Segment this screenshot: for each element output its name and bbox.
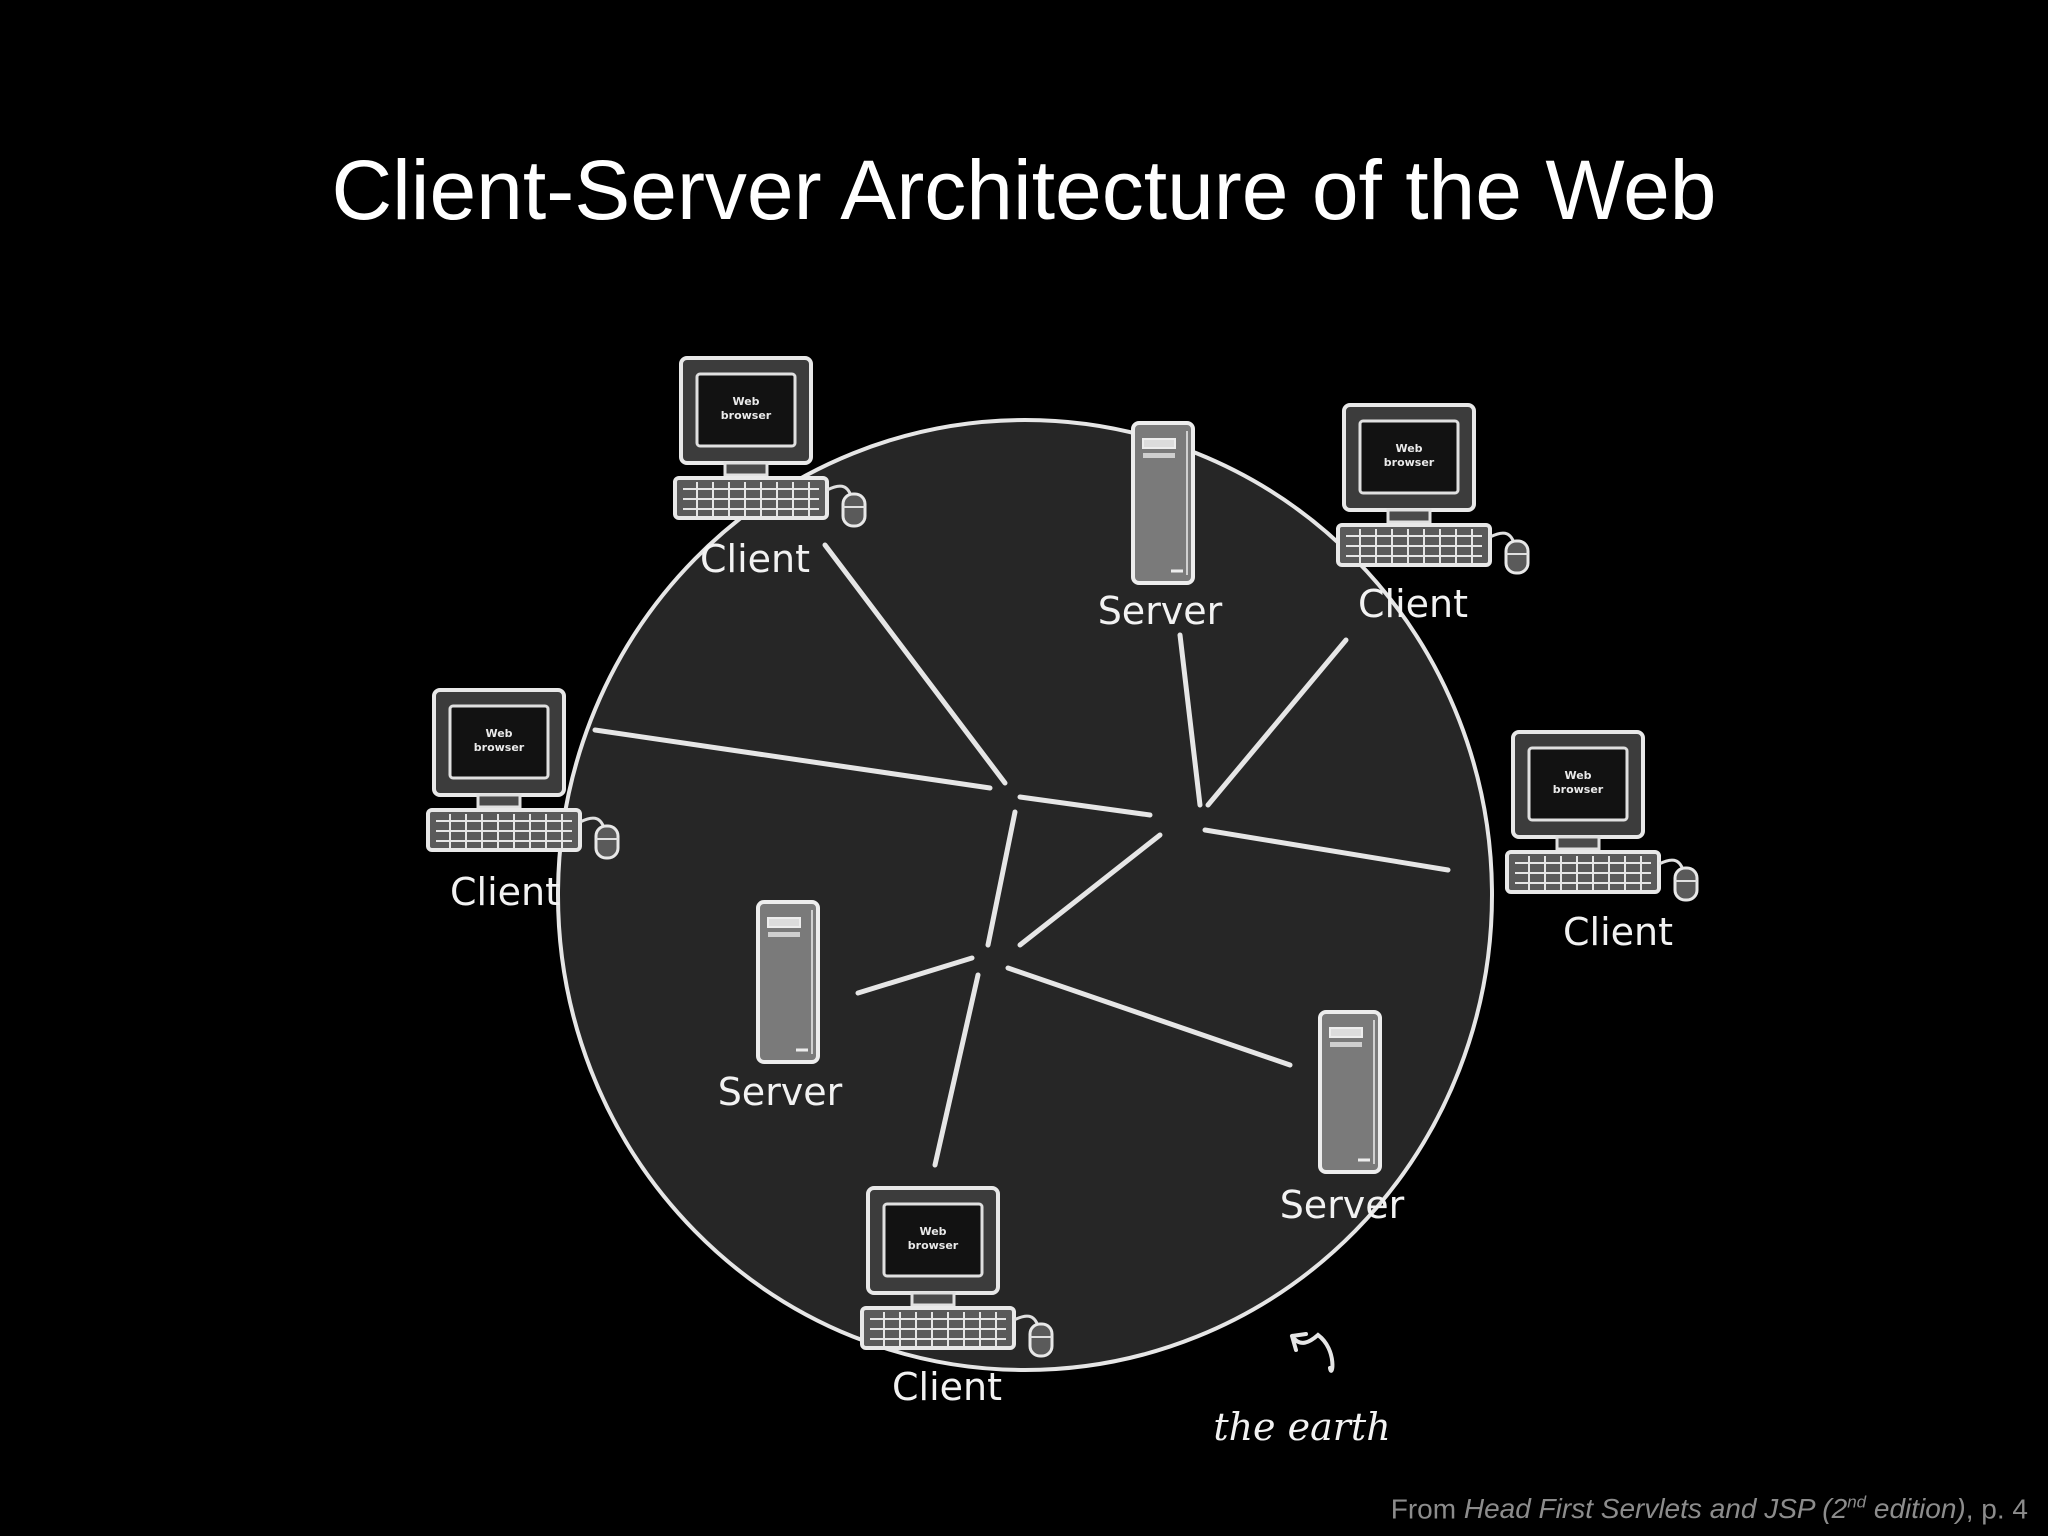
screen-text-browser: browser [908,1239,959,1252]
screen-text-browser: browser [1384,456,1435,469]
node-label: Client [450,870,560,914]
source-citation: From Head First Servlets and JSP (2nd ed… [1391,1486,2028,1526]
slide-title: Client-Server Architecture of the Web [331,143,1717,237]
client-node-top-right: Web browser Client [1336,403,1530,626]
citation-book-end: edition) [1866,1493,1966,1524]
node-label: Client [1563,910,1673,954]
server-node-bottom-right: Server [1280,1010,1405,1227]
screen-text-web: Web [1395,442,1422,455]
citation-prefix: From [1390,1493,1464,1524]
server-tower-icon [1131,421,1195,585]
node-label: Client [700,537,810,581]
screen-text-web: Web [919,1225,946,1238]
desktop-computer-icon [1336,403,1530,575]
screen-text-web: Web [732,395,759,408]
screen-text-web: Web [485,727,512,740]
earth-circle [556,418,1494,1372]
earth-label: the earth [1213,1405,1390,1449]
citation-superscript: nd [1847,1492,1867,1512]
network-lines [592,542,1451,1168]
node-label: Server [1098,589,1223,633]
client-node-top-left: Web browser Client [673,356,867,581]
screen-text-web: Web [1564,769,1591,782]
curved-arrow-icon [1290,1332,1335,1373]
client-node-bottom: Web browser Client [860,1186,1054,1409]
node-label: Server [1280,1183,1405,1227]
earth-annotation: the earth [1213,1332,1391,1449]
node-label: Server [718,1070,843,1114]
client-node-right: Web browser Client [1505,730,1699,954]
node-label: Client [892,1365,1002,1409]
screen-text-browser: browser [721,409,772,422]
screen-text-browser: browser [474,741,525,754]
citation-suffix: , p. 4 [1965,1493,2028,1524]
server-tower-icon [1318,1010,1382,1174]
server-node-left: Server [718,900,843,1114]
server-tower-icon [756,900,820,1064]
screen-text-browser: browser [1553,783,1604,796]
node-label: Client [1358,582,1468,626]
desktop-computer-icon [1505,730,1699,902]
citation-book: Head First Servlets and JSP (2 [1463,1493,1848,1524]
client-node-left: Web browser Client [426,688,620,914]
server-node-top: Server [1098,421,1223,633]
